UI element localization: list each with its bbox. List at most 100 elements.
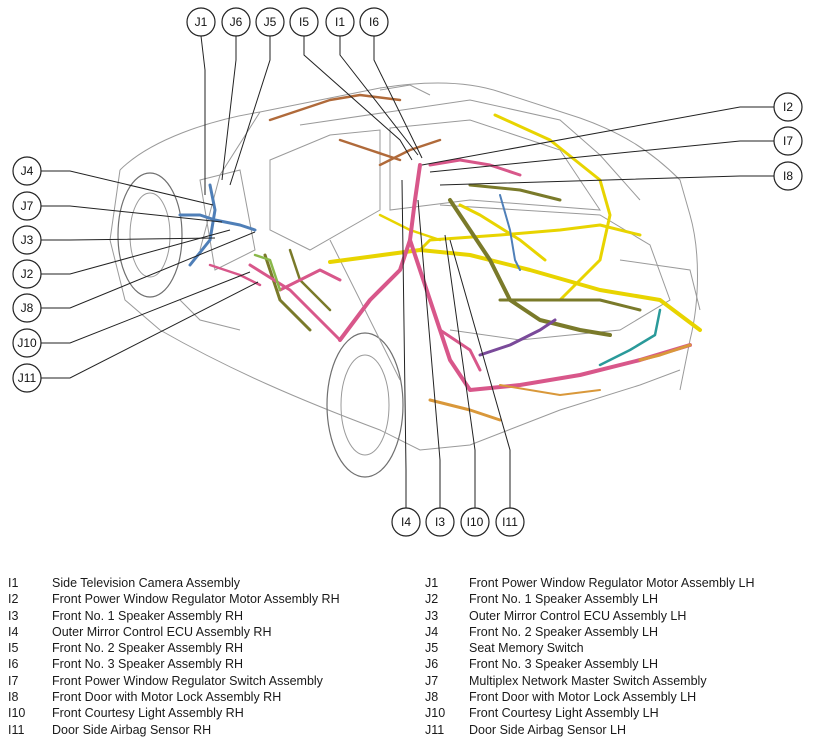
legend-row-I4: I4 Outer Mirror Control ECU Assembly RH xyxy=(8,624,340,640)
legend-row-I2: I2 Front Power Window Regulator Motor Ass… xyxy=(8,591,340,607)
legend-row-J6: J6 Front No. 3 Speaker Assembly LH xyxy=(425,656,755,672)
legend-code: J8 xyxy=(425,690,439,705)
legend-row-I8: I8 Front Door with Motor Lock Assembly RH xyxy=(8,689,340,705)
callout-I2: I2 xyxy=(773,92,803,122)
legend-name: Front No. 2 Speaker Assembly LH xyxy=(469,624,658,639)
legend-code: I7 xyxy=(8,673,19,688)
callout-I11: I11 xyxy=(495,507,525,537)
svg-text:I7: I7 xyxy=(783,134,793,148)
callout-I6: I6 xyxy=(359,7,389,37)
legend-name: Front Power Window Regulator Switch Asse… xyxy=(52,673,323,688)
callout-J10: J10 xyxy=(12,328,42,358)
legend-name: Multiplex Network Master Switch Assembly xyxy=(469,673,707,688)
legend-code: J11 xyxy=(425,722,445,737)
callout-J4: J4 xyxy=(12,156,42,186)
svg-text:I1: I1 xyxy=(335,15,345,29)
legend-code: J2 xyxy=(425,592,439,607)
legend-code: J3 xyxy=(425,608,439,623)
legend-row-J1: J1 Front Power Window Regulator Motor Ass… xyxy=(425,575,755,591)
legend-code: J4 xyxy=(425,624,439,639)
legend-row-J11: J11 Door Side Airbag Sensor LH xyxy=(425,722,755,738)
legend-row-J4: J4 Front No. 2 Speaker Assembly LH xyxy=(425,624,755,640)
legend-code: J7 xyxy=(425,673,439,688)
legend-name: Front No. 3 Speaker Assembly RH xyxy=(52,657,244,672)
callout-I1: I1 xyxy=(325,7,355,37)
legend-name: Front No. 1 Speaker Assembly LH xyxy=(469,592,658,607)
callout-I8: I8 xyxy=(773,161,803,191)
svg-text:J8: J8 xyxy=(21,301,34,315)
svg-text:I4: I4 xyxy=(401,515,411,529)
callout-J11: J11 xyxy=(12,363,42,393)
legend-name: Front No. 1 Speaker Assembly RH xyxy=(52,608,244,623)
svg-text:J1: J1 xyxy=(195,15,208,29)
callout-J7: J7 xyxy=(12,191,42,221)
legend-code: I1 xyxy=(8,576,19,590)
legend-name: Front Door with Motor Lock Assembly RH xyxy=(52,690,282,705)
svg-text:J5: J5 xyxy=(264,15,277,29)
legend-row-I7: I7 Front Power Window Regulator Switch As… xyxy=(8,673,340,689)
callout-I7: I7 xyxy=(773,126,803,156)
svg-text:J7: J7 xyxy=(21,199,34,213)
legend-code: I10 xyxy=(8,706,26,721)
svg-text:I3: I3 xyxy=(435,515,445,529)
legend-name: Door Side Airbag Sensor RH xyxy=(52,722,212,737)
callout-I10: I10 xyxy=(460,507,490,537)
callout-J6: J6 xyxy=(221,7,251,37)
legend-code: I4 xyxy=(8,624,19,639)
legend-name: Front Courtesy Light Assembly RH xyxy=(52,706,244,721)
svg-text:J3: J3 xyxy=(21,233,34,247)
legend-code: I3 xyxy=(8,608,19,623)
svg-text:I6: I6 xyxy=(369,15,379,29)
legend-code: J1 xyxy=(425,576,439,590)
legend-code: J10 xyxy=(425,706,446,721)
callout-J2: J2 xyxy=(12,259,42,289)
legend-name: Front Courtesy Light Assembly LH xyxy=(469,706,659,721)
legend-row-J5: J5 Seat Memory Switch xyxy=(425,640,755,656)
legend-row-J2: J2 Front No. 1 Speaker Assembly LH xyxy=(425,591,755,607)
legend-code: I11 xyxy=(8,722,25,737)
callout-I5: I5 xyxy=(289,7,319,37)
callout-J8: J8 xyxy=(12,293,42,323)
wiring-harness-diagram: J1 J6 J5 I5 I1 I6 I2 I7 I8 J4 J7 J3 J2 J… xyxy=(12,7,803,537)
callout-I4: I4 xyxy=(391,507,421,537)
legend-code: J6 xyxy=(425,657,439,672)
svg-text:J11: J11 xyxy=(18,371,37,385)
harness-wires xyxy=(178,93,702,422)
svg-text:J4: J4 xyxy=(21,164,34,178)
leader-lines xyxy=(41,35,774,508)
legend-row-I3: I3 Front No. 1 Speaker Assembly RH xyxy=(8,608,340,624)
legend-code: J5 xyxy=(425,641,439,656)
legend-name: Front No. 3 Speaker Assembly LH xyxy=(469,657,658,672)
legend-name: Seat Memory Switch xyxy=(469,641,584,656)
svg-text:J10: J10 xyxy=(17,336,37,350)
svg-text:I5: I5 xyxy=(299,15,309,29)
legend-name: Front Power Window Regulator Motor Assem… xyxy=(469,576,755,590)
callout-J5: J5 xyxy=(255,7,285,37)
legend-name: Outer Mirror Control ECU Assembly RH xyxy=(52,624,272,639)
legend-row-J8: J8 Front Door with Motor Lock Assembly LH xyxy=(425,689,755,705)
legend-name: Front Door with Motor Lock Assembly LH xyxy=(469,690,697,705)
legend-row-I11: I11 Door Side Airbag Sensor RH xyxy=(8,722,340,738)
vehicle-outline xyxy=(109,82,701,478)
svg-text:I10: I10 xyxy=(467,515,484,529)
svg-text:J2: J2 xyxy=(21,267,34,281)
legend-row-J7: J7 Multiplex Network Master Switch Assemb… xyxy=(425,673,755,689)
legend-code: I2 xyxy=(8,592,19,607)
legend-code: I8 xyxy=(8,690,19,705)
legend-row-J3: J3 Outer Mirror Control ECU Assembly LH xyxy=(425,608,755,624)
svg-text:I11: I11 xyxy=(502,515,518,529)
callout-I3: I3 xyxy=(425,507,455,537)
legend-code: I6 xyxy=(8,657,19,672)
legend-name: Door Side Airbag Sensor LH xyxy=(469,722,627,737)
legend-row-I10: I10 Front Courtesy Light Assembly RH xyxy=(8,705,340,721)
legend-code: I5 xyxy=(8,641,19,656)
legend-name: Front Power Window Regulator Motor Assem… xyxy=(52,592,340,607)
legend-name: Outer Mirror Control ECU Assembly LH xyxy=(469,608,687,623)
callout-J1: J1 xyxy=(186,7,216,37)
svg-text:I2: I2 xyxy=(783,100,793,114)
svg-text:I8: I8 xyxy=(783,169,793,183)
legend-row-I6: I6 Front No. 3 Speaker Assembly RH xyxy=(8,656,340,672)
